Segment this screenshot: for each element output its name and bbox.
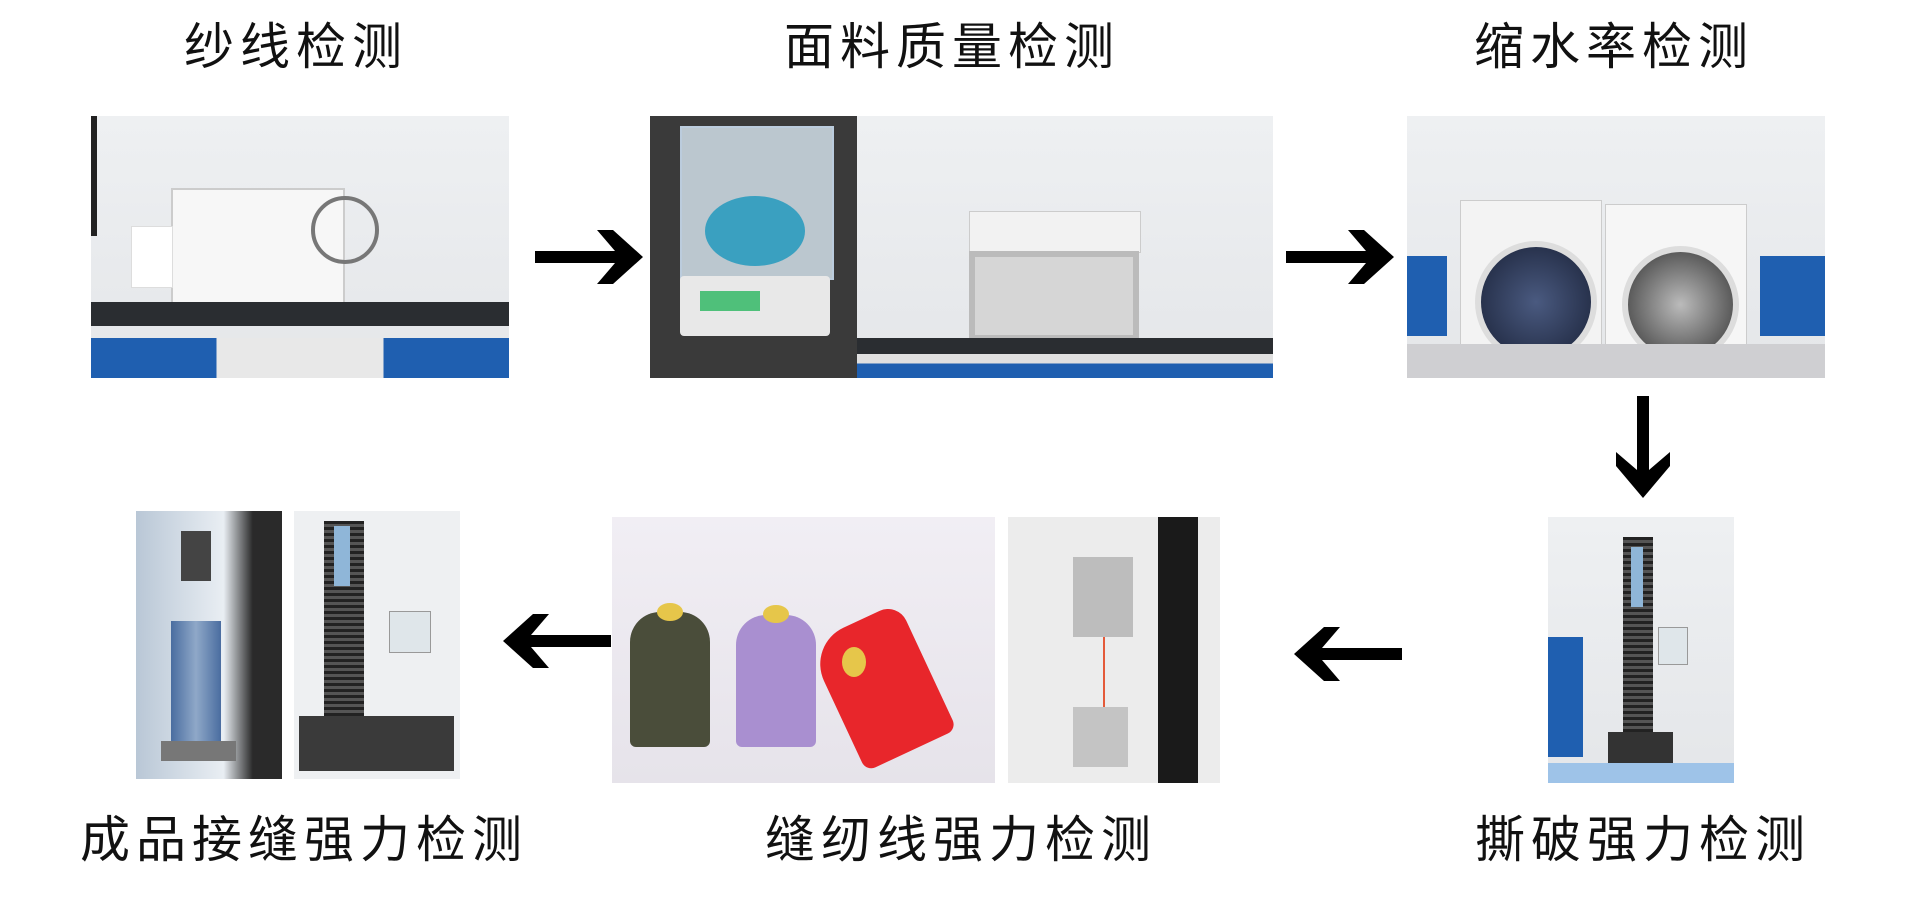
arrow-right-icon <box>535 230 643 284</box>
arrow-left-icon <box>503 614 611 668</box>
step-title-yarn: 纱线检测 <box>184 18 408 76</box>
arrow-right-icon <box>1286 230 1394 284</box>
arrow-down-icon <box>1616 396 1670 498</box>
thread-tester-image <box>1008 517 1220 783</box>
sewing-thread-strength-photo <box>612 517 1220 783</box>
step-title-seam-strength: 成品接缝强力检测 <box>80 811 528 869</box>
fabric-quality-photo <box>650 116 1273 378</box>
yarn-test-photo <box>91 116 509 378</box>
thread-cones-image <box>612 517 995 783</box>
shrinkage-test-photo <box>1407 116 1825 378</box>
tensile-tester-image <box>294 511 460 779</box>
tear-strength-photo <box>1548 517 1734 783</box>
step-title-shrinkage: 缩水率检测 <box>1474 18 1754 76</box>
color-light-box-image <box>857 116 1273 378</box>
seam-clamp-image <box>136 511 282 779</box>
step-title-sewing-thread-strength: 缝纫线强力检测 <box>765 811 1157 869</box>
seam-strength-photo <box>136 511 460 779</box>
step-title-fabric-quality: 面料质量检测 <box>784 18 1120 76</box>
electronic-balance-image <box>650 116 857 378</box>
arrow-left-icon <box>1294 627 1402 681</box>
step-title-tear-strength: 撕破强力检测 <box>1475 811 1811 869</box>
